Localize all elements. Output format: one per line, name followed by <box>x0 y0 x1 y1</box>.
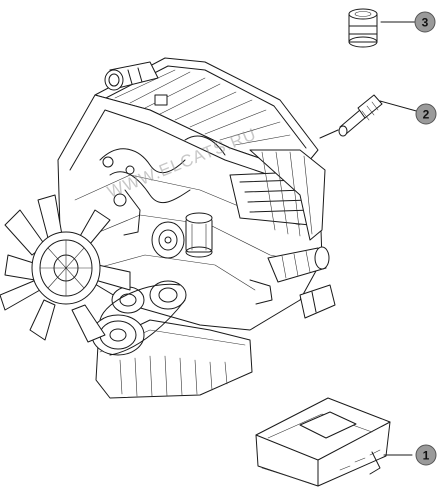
callout-number-3: 3 <box>422 16 429 30</box>
callout-number-1: 1 <box>423 449 430 463</box>
leader-line-2 <box>379 100 421 113</box>
engine-mount <box>299 284 336 319</box>
leader-lines <box>379 21 421 456</box>
cooling-fan <box>0 194 131 343</box>
alternator <box>151 221 185 259</box>
intake-tube <box>104 61 159 91</box>
engine-assembly[interactable] <box>0 57 336 399</box>
plug-part[interactable] <box>348 8 378 48</box>
callout-circle-1 <box>415 444 437 466</box>
starter-motor <box>249 246 330 305</box>
sensor-part[interactable] <box>319 94 383 139</box>
callout-number-2: 2 <box>423 108 430 122</box>
ecu-module[interactable] <box>255 397 391 487</box>
wiring-harness <box>99 135 226 236</box>
callout-circle-2 <box>415 103 437 125</box>
callout-circle-3 <box>414 11 436 33</box>
callout-1[interactable]: 1 <box>415 444 437 466</box>
callout-3[interactable]: 3 <box>414 11 436 33</box>
oil-filter <box>185 212 213 258</box>
pulleys <box>91 280 187 356</box>
intake-manifold <box>229 149 326 241</box>
callout-2[interactable]: 2 <box>415 103 437 125</box>
filler-cap-icon <box>154 94 168 106</box>
